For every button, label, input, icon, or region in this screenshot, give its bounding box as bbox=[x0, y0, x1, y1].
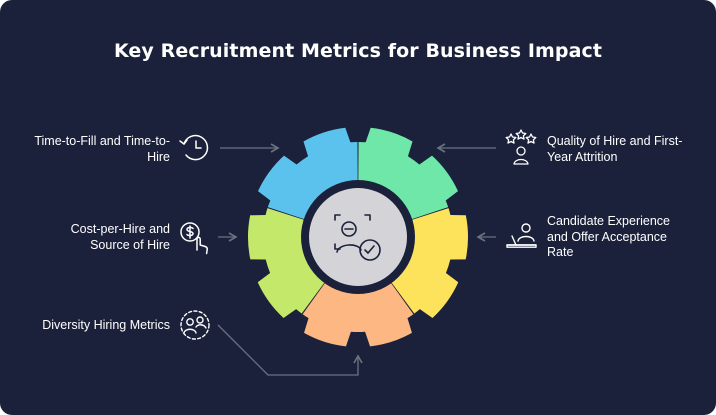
label-diversity-line1: Diversity Hiring Metrics bbox=[42, 318, 170, 332]
label-cost-per-hire-line1: Cost-per-Hire and bbox=[70, 222, 170, 236]
label-cost-per-hire-line2: Source of Hire bbox=[90, 237, 170, 252]
label-time-to-fill: Time-to-Fill and Time-to- Hire bbox=[18, 134, 170, 165]
gear-segment-lime bbox=[248, 208, 325, 318]
label-quality-of-hire: Quality of Hire and First- Year Attritio… bbox=[547, 134, 707, 165]
diverse-people-icon bbox=[180, 310, 210, 340]
arrow-diversity bbox=[217, 324, 363, 376]
label-candidate-experience-line1: Candidate Experience bbox=[547, 214, 670, 228]
diagram-title: Key Recruitment Metrics for Business Imp… bbox=[113, 40, 603, 62]
gear-segment-yellow bbox=[391, 208, 469, 318]
gear-segment-orange bbox=[302, 282, 414, 347]
gear-segment-green bbox=[358, 127, 458, 220]
label-quality-of-hire-line1: Quality of Hire and First- bbox=[547, 134, 683, 148]
person-laptop-icon bbox=[506, 223, 537, 248]
label-candidate-experience: Candidate Experience and Offer Acceptanc… bbox=[547, 214, 707, 261]
dollar-hand-icon bbox=[180, 222, 208, 255]
gear-segment-blue bbox=[258, 127, 358, 220]
label-candidate-experience-line2: and Offer Acceptance bbox=[547, 229, 667, 244]
candidate-verification-icon bbox=[334, 214, 381, 261]
label-time-to-fill-line1: Time-to-Fill and Time-to- bbox=[34, 134, 170, 148]
star-rating-person-icon bbox=[505, 129, 537, 165]
label-candidate-experience-line3: Rate bbox=[547, 245, 574, 259]
label-quality-of-hire-line2: Year Attrition bbox=[547, 149, 618, 164]
label-time-to-fill-line2: Hire bbox=[147, 149, 170, 164]
clock-history-icon bbox=[179, 134, 209, 161]
label-diversity: Diversity Hiring Metrics bbox=[18, 318, 170, 334]
hub bbox=[309, 188, 407, 286]
label-cost-per-hire: Cost-per-Hire and Source of Hire bbox=[18, 222, 170, 253]
